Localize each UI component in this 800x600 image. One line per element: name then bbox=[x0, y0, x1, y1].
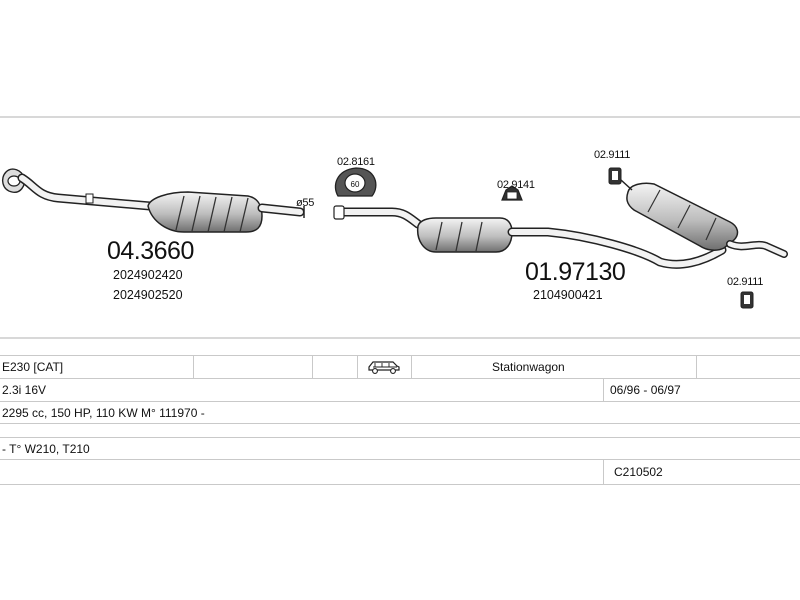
front-pipe[interactable] bbox=[17, 173, 155, 211]
rubber-mount-ring[interactable]: 60 bbox=[334, 167, 377, 197]
years-cell: 06/96 - 06/97 bbox=[608, 379, 681, 401]
vehicle-spec-table: E230 [CAT] Stationwagon 2.3i 16V 06/96 -… bbox=[0, 355, 800, 485]
catalytic-converter[interactable] bbox=[147, 191, 305, 233]
vehicle-model: E230 [CAT] bbox=[2, 360, 64, 374]
engine-cell: 2.3i 16V bbox=[0, 379, 46, 401]
rear-silencer-number: 01.97130 bbox=[525, 258, 625, 286]
production-years: 06/96 - 06/97 bbox=[610, 383, 681, 397]
cat-converter-number: 04.3660 bbox=[107, 237, 194, 265]
body-icon-cell bbox=[365, 356, 401, 378]
hanger-02-9111-lower[interactable] bbox=[740, 291, 754, 309]
type-cell: - T° W210, T210 bbox=[0, 438, 90, 459]
hanger-02-9111-upper[interactable] bbox=[608, 167, 633, 191]
pipe-diameter-label: ø55 bbox=[296, 197, 314, 209]
spec-row-catalog: C210502 bbox=[0, 460, 800, 485]
engine-specs: 2295 cc, 150 HP, 110 KW M° 111970 - bbox=[2, 405, 205, 420]
spec-row-type: - T° W210, T210 bbox=[0, 438, 800, 460]
hanger-b-number: 02.9111 bbox=[594, 149, 630, 161]
spec-row-engine: 2.3i 16V 06/96 - 06/97 bbox=[0, 379, 800, 402]
station-wagon-car-icon bbox=[368, 361, 400, 374]
engine: 2.3i 16V bbox=[2, 383, 47, 397]
rear-silencer-oem: 2104900421 bbox=[533, 288, 603, 302]
top-border bbox=[0, 116, 800, 118]
rubber-mount-number: 02.8161 bbox=[337, 156, 375, 168]
body-type-cell: Stationwagon bbox=[490, 356, 565, 378]
spec-row-model: E230 [CAT] Stationwagon bbox=[0, 355, 800, 379]
rubber-mount-size: 60 bbox=[351, 180, 360, 189]
rear-silencer[interactable] bbox=[626, 182, 788, 258]
catalog-cell: C210502 bbox=[612, 460, 663, 484]
middle-pipe[interactable] bbox=[333, 205, 423, 229]
center-silencer[interactable] bbox=[416, 217, 513, 253]
hanger-c-number: 02.9111 bbox=[727, 276, 763, 288]
model-cell: E230 [CAT] bbox=[0, 356, 63, 378]
cat-converter-oem-2: 2024902520 bbox=[113, 288, 183, 302]
cat-converter-oem-1: 2024902420 bbox=[113, 268, 183, 282]
spec-row-blank bbox=[0, 424, 800, 438]
hanger-02-9141[interactable] bbox=[501, 185, 523, 201]
type-code: - T° W210, T210 bbox=[2, 441, 90, 456]
catalog-code: C210502 bbox=[614, 465, 663, 479]
spec-row-specs: 2295 cc, 150 HP, 110 KW M° 111970 - bbox=[0, 402, 800, 424]
specs-cell: 2295 cc, 150 HP, 110 KW M° 111970 - bbox=[0, 402, 205, 423]
body-type: Stationwagon bbox=[492, 360, 565, 374]
exhaust-system-diagram: ø55 60 02.8161 02.9141 02.9111 bbox=[1, 149, 788, 309]
rear-pipe[interactable] bbox=[507, 227, 727, 269]
diagram-bottom-border bbox=[0, 337, 800, 339]
hanger-a-number: 02.9141 bbox=[497, 179, 535, 191]
